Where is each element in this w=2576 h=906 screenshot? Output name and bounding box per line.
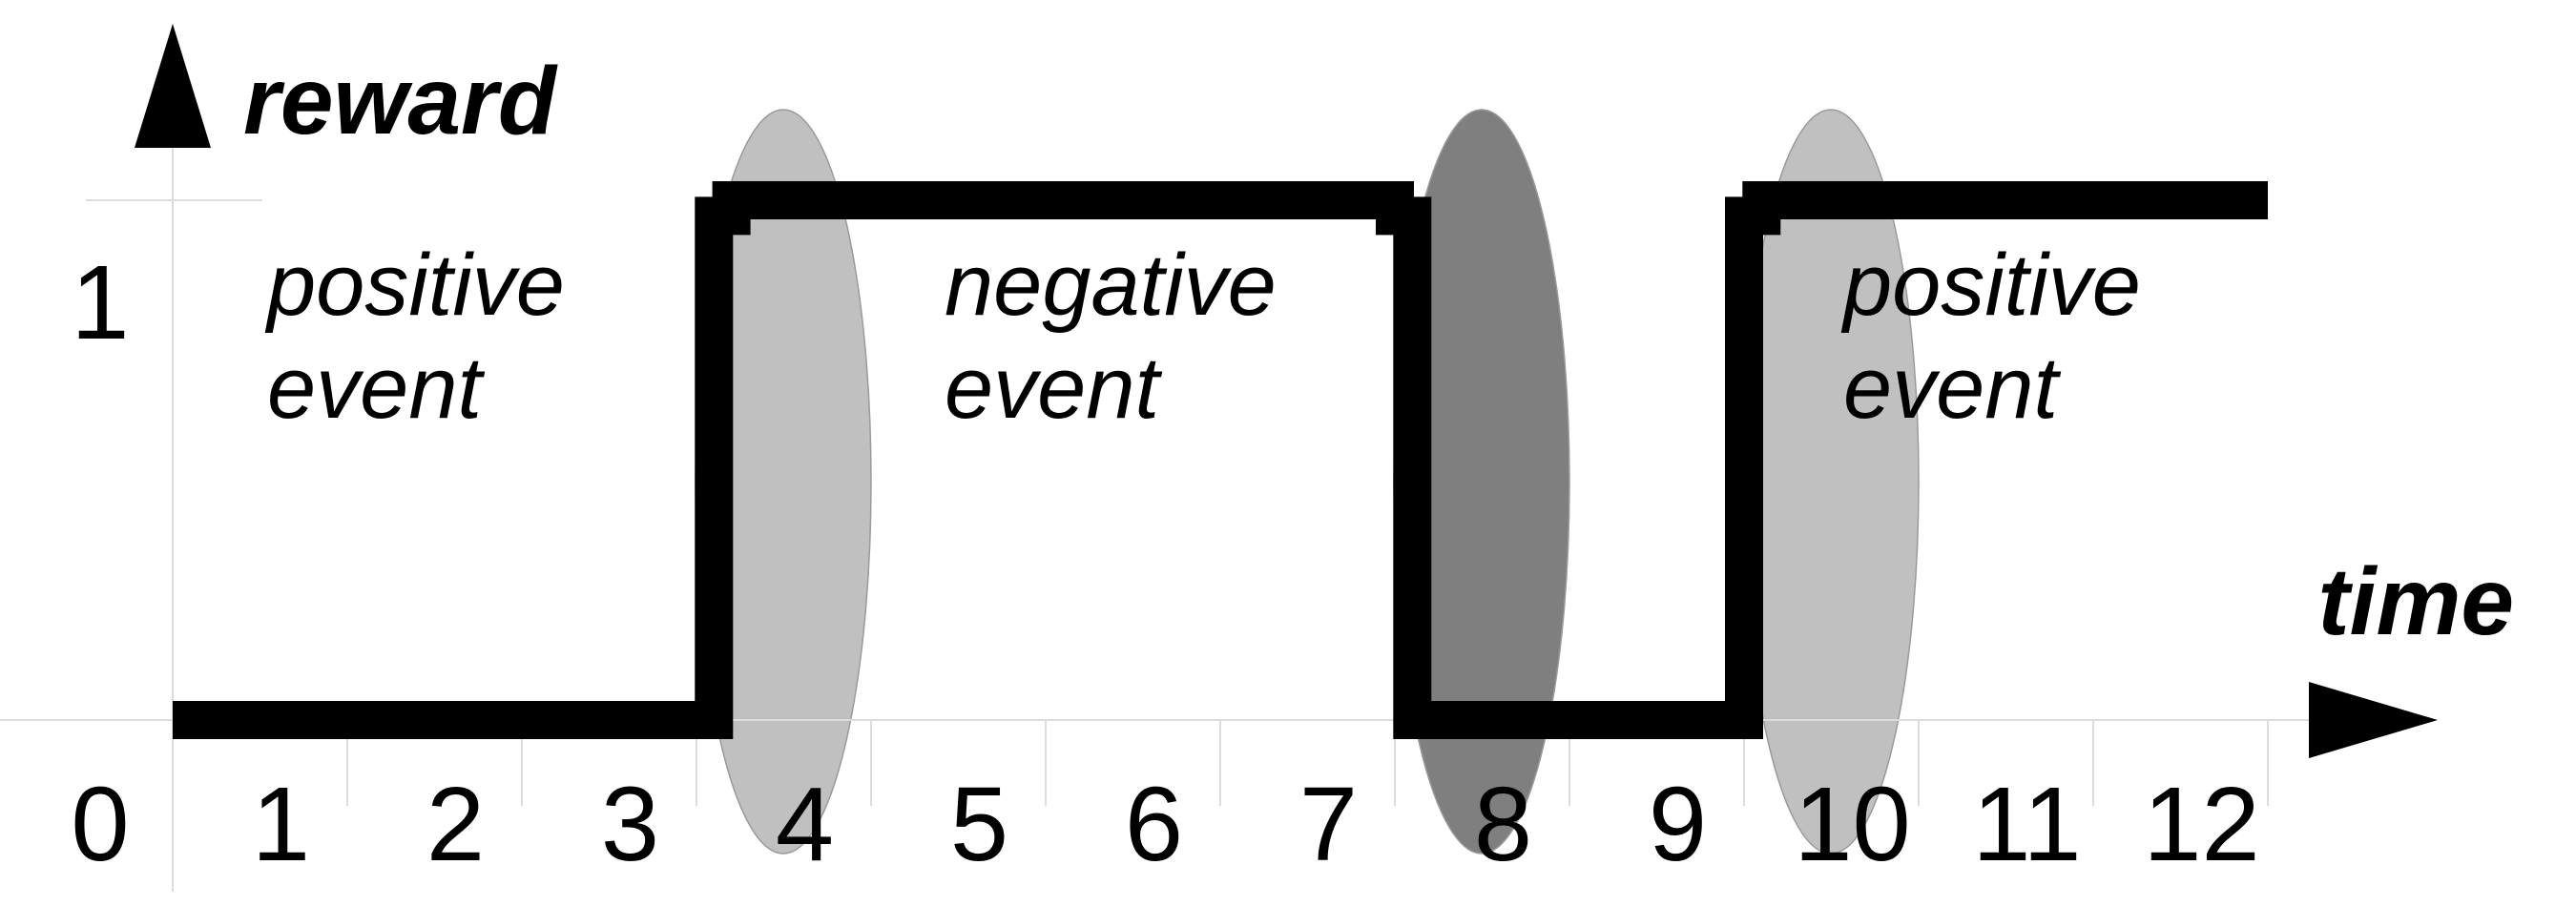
event-ellipses [695, 109, 1920, 855]
series-line-1 [173, 181, 2268, 739]
y-axis-arrow-icon [135, 24, 211, 148]
reward-series [173, 181, 2268, 739]
x-tick-label-6: 6 [1125, 766, 1183, 883]
x-tick-label-7: 7 [1299, 766, 1358, 883]
x-tick-label-1: 1 [252, 766, 310, 883]
x-axis-arrow-icon [2309, 682, 2438, 758]
x-tick-label-9: 9 [1649, 766, 1707, 883]
x-tick-label-0: 0 [71, 766, 129, 883]
event-label-2-line2: event [945, 340, 1162, 437]
x-tick-label-2: 2 [426, 766, 485, 883]
x-tick-label-3: 3 [601, 766, 659, 883]
event-label-3-line2: event [1843, 340, 2061, 437]
x-axis-label: time [2317, 548, 2514, 655]
event-label-2-line1: negative [945, 237, 1277, 334]
x-tick-label-8: 8 [1474, 766, 1532, 883]
y-tick-label-1: 1 [71, 244, 129, 361]
x-tick-label-4: 4 [776, 766, 834, 883]
y-axis-label: reward [243, 48, 558, 154]
x-tick-label-11: 11 [1972, 766, 2081, 883]
axes: reward time 1 [0, 24, 2514, 892]
x-tick-label-12: 12 [2143, 766, 2259, 883]
event-label-1-line2: event [267, 340, 485, 437]
x-tick-label-10: 10 [1794, 766, 1910, 883]
event-label-3-line1: positive [1840, 237, 2141, 334]
x-tick-label-5: 5 [950, 766, 1008, 883]
event-label-1-line1: positive [264, 237, 565, 334]
